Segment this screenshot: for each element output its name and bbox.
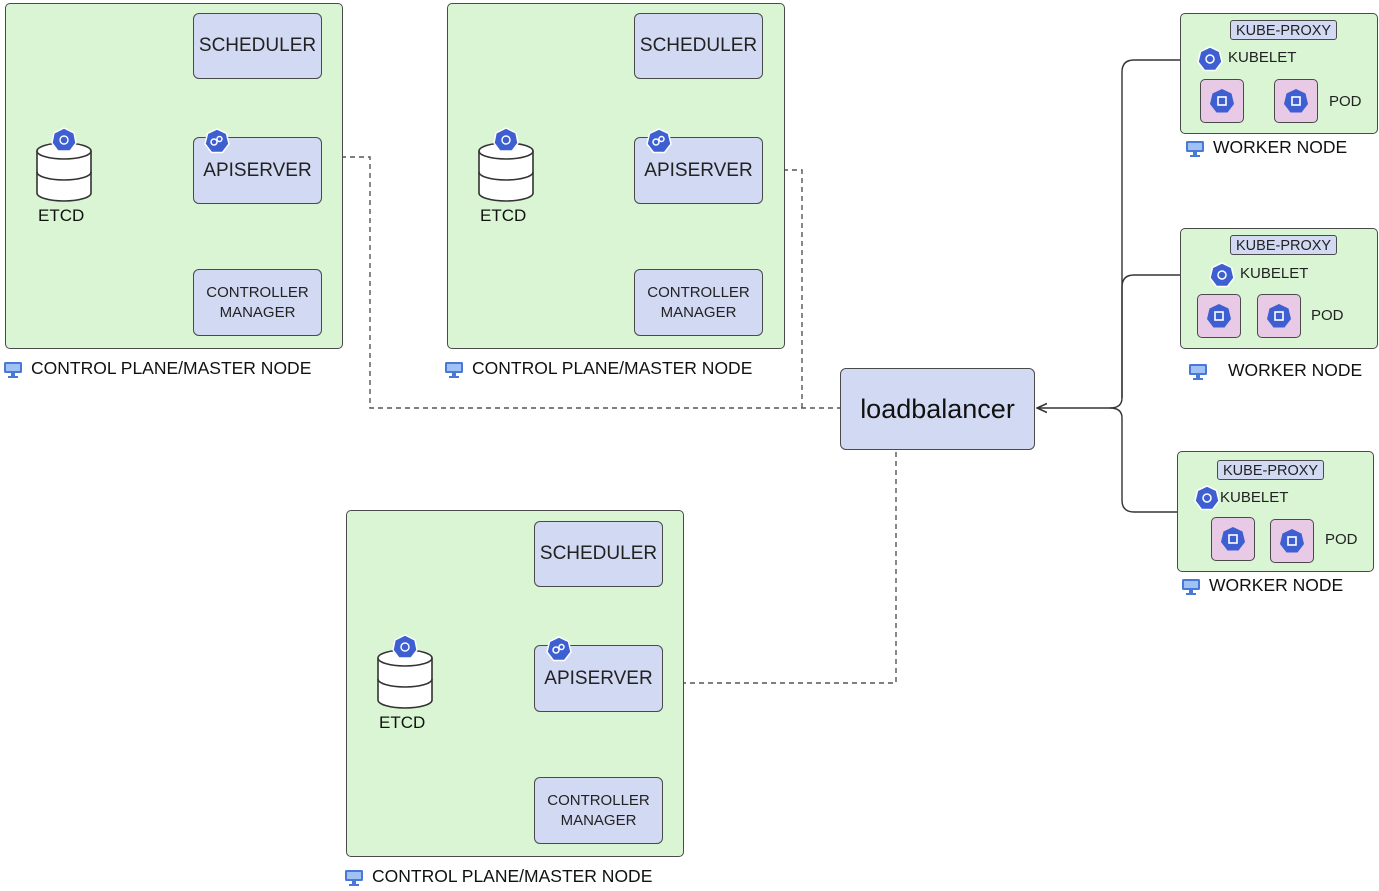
worker-to-lb-link-1 xyxy=(1109,59,1198,409)
node-caption-text: WORKER NODE xyxy=(1213,137,1348,157)
kube-proxy-box: KUBE-PROXY xyxy=(1230,20,1338,40)
scheduler-box: SCHEDULER xyxy=(634,13,763,79)
apiserver-box: APISERVER xyxy=(193,137,322,204)
kubernetes-icon xyxy=(1209,262,1235,288)
node-caption-text: WORKER NODE xyxy=(1209,575,1344,595)
pod-cube-icon xyxy=(1280,529,1304,553)
monitor-icon xyxy=(345,869,363,886)
node-caption-text: WORKER NODE xyxy=(1228,360,1363,380)
node-caption: CONTROL PLANE/MASTER NODE xyxy=(3,358,311,379)
monitor-icon xyxy=(4,361,22,378)
pod-box xyxy=(1211,517,1255,561)
loadbalancer-box: loadbalancer xyxy=(840,368,1035,450)
kubernetes-icon xyxy=(1197,46,1223,72)
pod-box xyxy=(1270,519,1314,563)
kubelet-label: KUBELET xyxy=(1220,489,1289,506)
pod-box xyxy=(1200,79,1244,123)
monitor-icon xyxy=(445,361,463,378)
monitor-icon xyxy=(1189,363,1207,380)
node-caption-text: CONTROL PLANE/MASTER NODE xyxy=(31,358,312,378)
node-caption: WORKER NODE xyxy=(1185,137,1347,158)
kubernetes-icon xyxy=(204,128,230,154)
pod-cube-icon xyxy=(1284,89,1308,113)
scheduler-box: SCHEDULER xyxy=(193,13,322,79)
node-caption-text: CONTROL PLANE/MASTER NODE xyxy=(372,866,653,886)
node-caption-text: CONTROL PLANE/MASTER NODE xyxy=(472,358,753,378)
pod-box xyxy=(1274,79,1318,123)
kubernetes-icon xyxy=(1194,485,1220,511)
api-to-lb-link-1 xyxy=(323,156,840,409)
worker-to-lb-link-2 xyxy=(1121,274,1210,398)
pod-cube-icon xyxy=(1267,304,1291,328)
worker-to-lb-link-3 xyxy=(1109,407,1180,513)
node-caption: CONTROL PLANE/MASTER NODE xyxy=(344,866,652,887)
etcd-label: ETCD xyxy=(480,206,527,225)
controller-manager-box: CONTROLLER MANAGER xyxy=(634,269,763,336)
etcd-label: ETCD xyxy=(379,713,426,732)
node-caption: WORKER NODE xyxy=(1181,575,1343,596)
kubernetes-icon xyxy=(546,636,572,662)
api-to-lb-link-3 xyxy=(663,452,897,684)
monitor-icon xyxy=(1182,578,1200,595)
pod-cube-icon xyxy=(1210,89,1234,113)
etcd-label: ETCD xyxy=(38,206,85,225)
pod-label: POD xyxy=(1329,93,1362,110)
kubelet-label: KUBELET xyxy=(1228,49,1297,66)
scheduler-box: SCHEDULER xyxy=(534,521,663,587)
apiserver-box: APISERVER xyxy=(534,645,663,712)
controller-manager-box: CONTROLLER MANAGER xyxy=(534,777,663,844)
kubelet-label: KUBELET xyxy=(1240,265,1309,282)
pod-label: POD xyxy=(1311,307,1344,324)
pod-cube-icon xyxy=(1207,304,1231,328)
database-icon xyxy=(377,634,433,709)
kube-proxy-box: KUBE-PROXY xyxy=(1230,235,1338,255)
pod-cube-icon xyxy=(1221,527,1245,551)
pod-box xyxy=(1257,294,1301,338)
database-icon xyxy=(36,127,92,202)
pod-box xyxy=(1197,294,1241,338)
node-caption: CONTROL PLANE/MASTER NODE xyxy=(444,358,752,379)
monitor-icon xyxy=(1186,140,1204,157)
database-icon xyxy=(478,127,534,202)
controller-manager-box: CONTROLLER MANAGER xyxy=(193,269,322,336)
node-caption: WORKER NODE xyxy=(1188,360,1362,381)
pod-label: POD xyxy=(1325,531,1358,548)
kubernetes-icon xyxy=(646,128,672,154)
kube-proxy-box: KUBE-PROXY xyxy=(1217,460,1325,480)
